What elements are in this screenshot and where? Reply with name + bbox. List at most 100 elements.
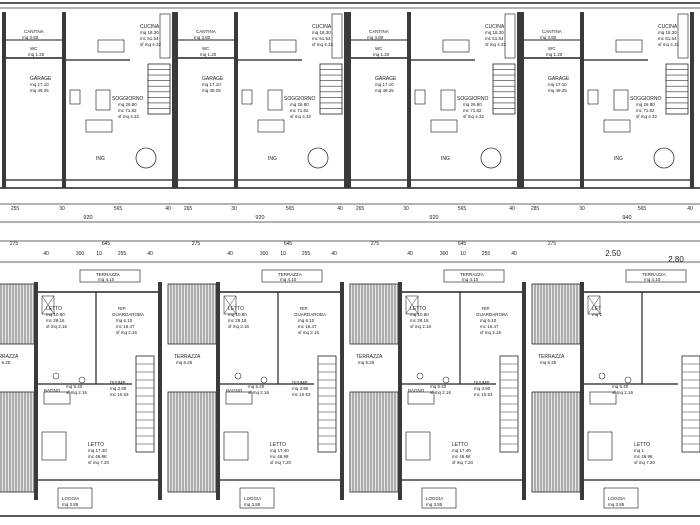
storage-window: sf mq 2.16 xyxy=(116,330,138,335)
dining-table xyxy=(97,39,125,53)
bed xyxy=(223,431,249,461)
wall-hatch xyxy=(349,391,399,493)
master-bedroom-window: sf mq 7.20 xyxy=(270,460,292,465)
kitchen-volume: mc 51.54 xyxy=(658,36,677,41)
top-terrace xyxy=(79,269,141,283)
stairs xyxy=(147,63,171,115)
living-window: sf mq 4.32 xyxy=(636,114,658,119)
bathroom-window: sf mq 2.16 xyxy=(66,390,88,395)
wall xyxy=(580,12,584,188)
master-bedroom-area: mq 17.40 xyxy=(452,448,471,453)
top-terrace-label: TERRAZZA xyxy=(278,272,302,277)
wall xyxy=(398,282,402,500)
wall-hatch xyxy=(531,283,581,345)
living-volume: mc 71.82 xyxy=(463,108,482,113)
top-terrace-area: mq 4.10 xyxy=(644,277,661,282)
living-window: sf mq 4.32 xyxy=(118,114,140,119)
wardrobe-cross xyxy=(587,295,601,315)
bedroom-area: mq 10.80 xyxy=(228,312,247,317)
sofa xyxy=(603,119,631,133)
storage-volume: mc 16.47 xyxy=(298,324,317,329)
dimension-label: 40 xyxy=(511,251,517,257)
corner-dimension-label: 2.80 xyxy=(668,255,684,264)
dimension-label: 40 xyxy=(337,206,343,212)
master-bedroom-label: LETTO xyxy=(270,442,286,448)
stairs-frame xyxy=(492,63,516,115)
wc-area: mq 1.20 xyxy=(546,52,563,57)
wall-hatch xyxy=(349,283,399,345)
stairs-frame xyxy=(319,63,343,115)
loggia-label: LOGGIA xyxy=(426,496,443,501)
wardrobe-label: GUARDAROBA xyxy=(294,312,326,317)
kitchen-area: mq 18.30 xyxy=(312,30,331,35)
living-label: SOGGIORNO xyxy=(457,96,489,102)
living-volume: mc 71.82 xyxy=(118,108,137,113)
hallway-label: DISIMP. xyxy=(292,380,308,385)
dimension-label: 10 xyxy=(96,251,102,257)
storage-volume: mc 16.47 xyxy=(480,324,499,329)
top-terrace xyxy=(261,269,323,283)
storage-label: RIP. xyxy=(482,306,490,311)
dimension-label: 300 xyxy=(440,251,449,257)
tv-unit xyxy=(613,89,629,111)
sink xyxy=(416,372,424,380)
dimension-label: 40 xyxy=(407,251,413,257)
storage-volume: mc 16.47 xyxy=(116,324,135,329)
hallway-volume: mc 10.53 xyxy=(292,392,311,397)
loggia xyxy=(421,487,457,509)
wall xyxy=(2,12,6,188)
dimension-label: 40 xyxy=(687,206,693,212)
bedroom-volume: mc 29.16 xyxy=(410,318,429,323)
wall xyxy=(62,12,66,188)
bedroom-label: LETTO xyxy=(228,306,244,312)
living-window: sf mq 4.32 xyxy=(463,114,485,119)
living-area: mq 26.80 xyxy=(636,102,655,107)
wall xyxy=(520,12,524,188)
side-terrace-label: TERRAZZA xyxy=(356,354,383,360)
garage-volume: mq 49.25 xyxy=(375,88,394,93)
bathroom-label: BAGNO xyxy=(44,388,61,393)
loggia-area: mq 3.85 xyxy=(244,502,261,507)
master-bedroom-label: LETTO xyxy=(88,442,104,448)
wc-label: WC xyxy=(202,46,210,51)
garage-volume: mq 49.25 xyxy=(30,88,49,93)
dimension-label: 255 xyxy=(482,251,491,257)
bathtub xyxy=(43,391,71,405)
garage-area: mq 17.10 xyxy=(375,82,394,87)
total-dimension-label: 920 xyxy=(429,215,438,221)
kitchen-label: CUCINA xyxy=(312,24,332,30)
wall xyxy=(690,12,694,188)
kitchen-label: CUCINA xyxy=(658,24,678,30)
round-table xyxy=(307,147,329,169)
dimension-label: 275 xyxy=(548,241,557,247)
garage-area: mq 17.10 xyxy=(548,82,567,87)
bed xyxy=(41,431,67,461)
bathroom-window: sf mq 2.16 xyxy=(248,390,270,395)
dimension-label: 565 xyxy=(114,206,123,212)
dimension-label: 30 xyxy=(403,206,409,212)
garage-label: GARAGE xyxy=(548,76,570,82)
wc-area: mq 1.20 xyxy=(200,52,217,57)
kitchen-area: mq 18.30 xyxy=(485,30,504,35)
bathroom-label: BAGNO xyxy=(226,388,243,393)
wardrobe-cross xyxy=(405,295,419,315)
dimension-label: 565 xyxy=(638,206,647,212)
dimension-label: 275 xyxy=(192,241,201,247)
wardrobe xyxy=(405,295,419,315)
total-dimension-label: 920 xyxy=(83,215,92,221)
wall xyxy=(407,12,411,188)
hallway-area: mq 3.90 xyxy=(292,386,309,391)
loggia-area: mq 3.85 xyxy=(608,502,625,507)
bedroom-area: mq 10.80 xyxy=(410,312,429,317)
master-bedroom-window: sf mq 7.20 xyxy=(634,460,656,465)
living-area: mq 26.80 xyxy=(290,102,309,107)
wall xyxy=(344,12,348,188)
hallway-volume: mc 10.53 xyxy=(474,392,493,397)
dining-table xyxy=(269,39,297,53)
entrance-label: ING xyxy=(441,156,450,162)
master-bedroom-area: mq 17.40 xyxy=(270,448,289,453)
